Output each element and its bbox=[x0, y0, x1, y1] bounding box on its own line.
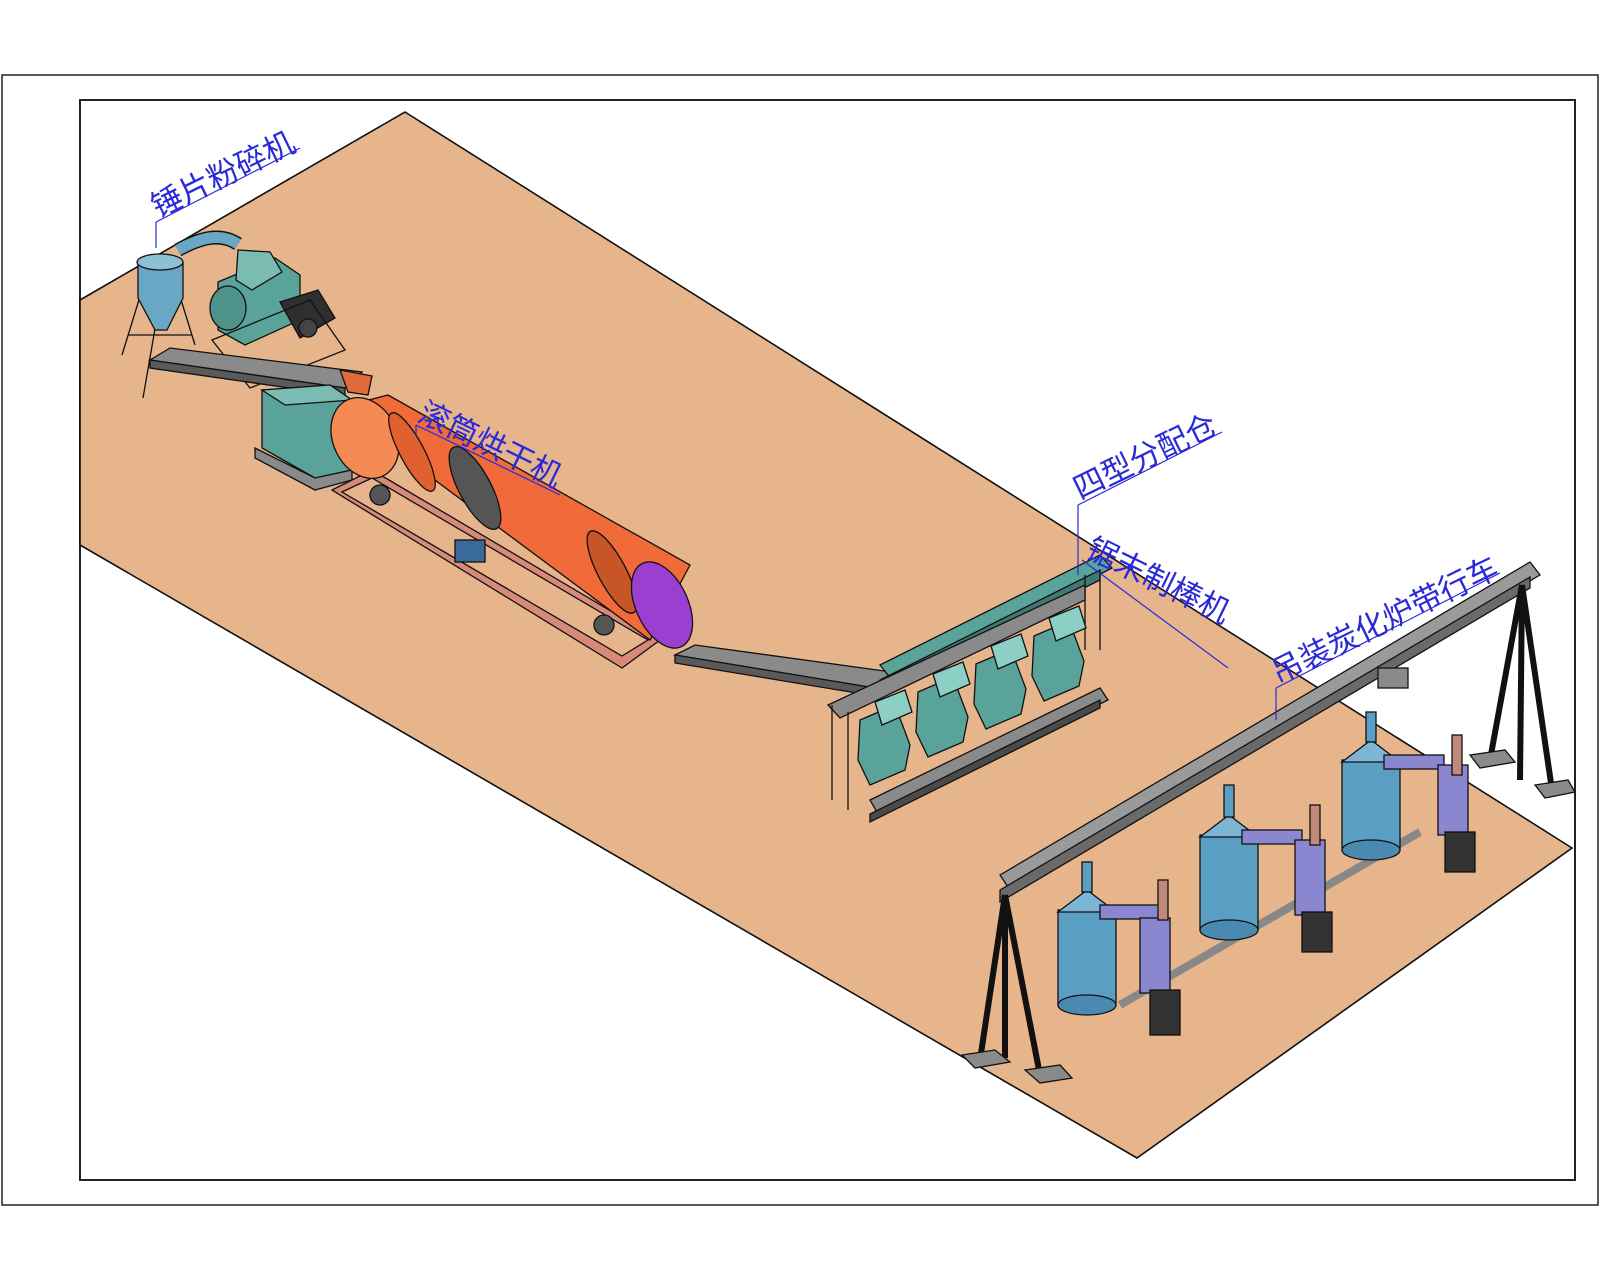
outer-sheet-border bbox=[1, 74, 1599, 1206]
distribution-screw bbox=[878, 554, 1114, 681]
output-conveyor bbox=[869, 687, 1109, 815]
briquette-machine-3 bbox=[973, 633, 1029, 730]
hammer-mill-motor bbox=[279, 289, 336, 339]
hammer-mill-group bbox=[121, 230, 347, 399]
briquette-machine-4 bbox=[1031, 605, 1087, 702]
crane-beam bbox=[999, 561, 1541, 891]
feed-hopper bbox=[338, 369, 373, 396]
briquette-machine-2 bbox=[915, 661, 971, 758]
briquette-line-group bbox=[826, 554, 1114, 824]
crane-hoist bbox=[1377, 667, 1409, 689]
carbonization-group bbox=[960, 561, 1577, 1084]
dryer-discharge-end bbox=[630, 561, 694, 649]
crane-leg-rear bbox=[1468, 584, 1577, 799]
crane-leg-front bbox=[960, 894, 1074, 1084]
floor-slab bbox=[79, 111, 1574, 1159]
rotary-dryer-group bbox=[254, 384, 694, 669]
briquette-machine-1 bbox=[857, 689, 913, 786]
carbonization-furnace-3 bbox=[1340, 711, 1476, 873]
carbonization-furnace-2 bbox=[1198, 784, 1333, 953]
carbonization-furnace-1 bbox=[1056, 861, 1181, 1036]
